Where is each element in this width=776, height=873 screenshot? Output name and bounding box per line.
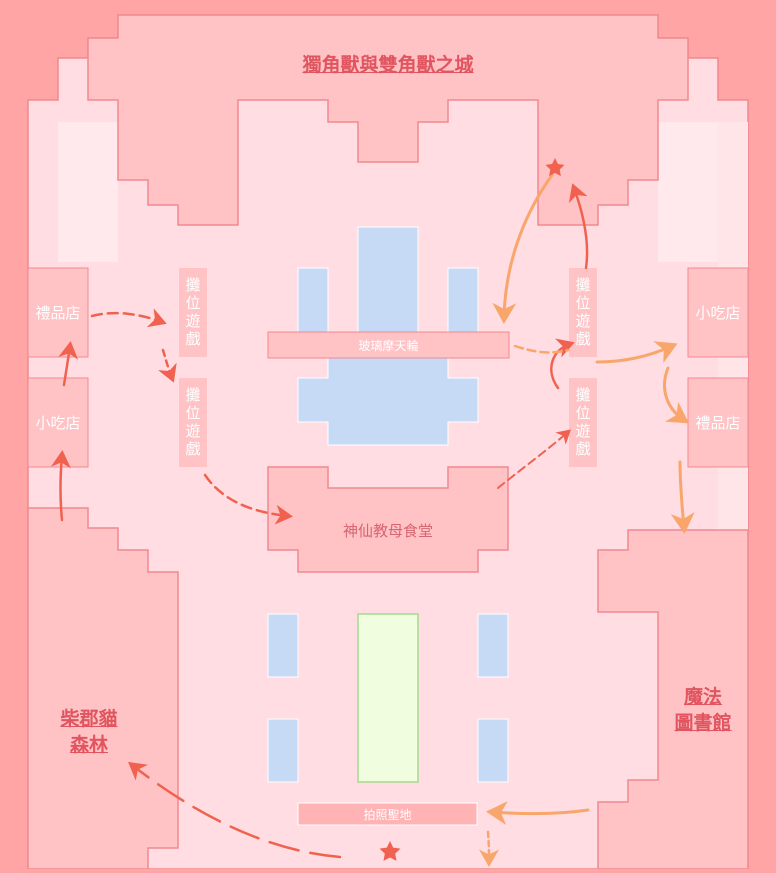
dining-hall-building[interactable] bbox=[267, 466, 509, 573]
stall-game-1-label: 攤位遊戲 bbox=[183, 276, 202, 349]
snack-shop-right-label: 小吃店 bbox=[695, 304, 741, 322]
stall-game-4-label: 攤位遊戲 bbox=[573, 386, 592, 459]
route-arrow-icon bbox=[203, 473, 293, 525]
ferris-wheel-bar[interactable] bbox=[267, 331, 510, 359]
route-arrow-icon bbox=[550, 338, 575, 390]
snack-shop-left-label: 小吃店 bbox=[35, 414, 81, 432]
route-arrow-icon bbox=[663, 366, 689, 424]
gift-shop-left-label: 禮品店 bbox=[35, 304, 81, 322]
stall-game-3[interactable]: 攤位遊戲 bbox=[569, 268, 597, 357]
route-arrow-icon bbox=[513, 344, 570, 354]
walkway-right bbox=[658, 122, 718, 262]
ferris-wheel-pool-left bbox=[297, 267, 329, 333]
stall-game-2-label: 攤位遊戲 bbox=[183, 386, 202, 459]
ferris-wheel[interactable]: 玻璃摩天輪 bbox=[268, 332, 509, 358]
pool-lower-2 bbox=[477, 613, 509, 678]
unicorn-castle-building[interactable] bbox=[87, 14, 689, 226]
stall-box-2[interactable] bbox=[179, 378, 207, 467]
gift-shop-right[interactable]: 禮品店 bbox=[688, 378, 748, 467]
stall-game-1[interactable]: 攤位遊戲 bbox=[179, 268, 207, 357]
central-lawn bbox=[357, 613, 419, 783]
magic-library-title[interactable]: 魔法 圖書館 bbox=[655, 683, 751, 737]
shiba-forest-label-2: 森林 bbox=[69, 734, 108, 756]
magic-library-label-1: 魔法 bbox=[683, 686, 722, 708]
gift-shop-right-box[interactable] bbox=[687, 377, 749, 468]
route-arrow-icon bbox=[128, 761, 342, 859]
stall-game-3-label: 攤位遊戲 bbox=[573, 276, 592, 349]
star-marker-icon bbox=[379, 841, 401, 861]
ferris-wheel-label: 玻璃摩天輪 bbox=[358, 338, 419, 353]
route-arrows bbox=[50, 173, 695, 867]
snack-shop-left[interactable]: 小吃店 bbox=[28, 378, 88, 467]
route-arrow-icon bbox=[50, 450, 71, 522]
stall-game-2[interactable]: 攤位遊戲 bbox=[179, 378, 207, 467]
magic-library-label-2: 圖書館 bbox=[674, 712, 732, 734]
route-arrow-icon bbox=[58, 341, 79, 387]
dining-hall[interactable]: 神仙教母食堂 bbox=[298, 508, 478, 552]
photo-spot[interactable]: 拍照聖地 bbox=[298, 803, 477, 825]
snack-shop-right[interactable]: 小吃店 bbox=[688, 268, 748, 357]
shiba-forest-title[interactable]: 柴郡貓 森林 bbox=[40, 705, 138, 759]
pool-lower-3 bbox=[267, 718, 299, 783]
route-arrow-icon bbox=[486, 801, 590, 826]
photo-spot-label: 拍照聖地 bbox=[363, 807, 412, 822]
stall-game-4[interactable]: 攤位遊戲 bbox=[569, 378, 597, 467]
ferris-wheel-pool-right bbox=[447, 267, 479, 333]
route-arrow-icon bbox=[90, 308, 167, 328]
snack-shop-right-box[interactable] bbox=[687, 267, 749, 358]
route-arrow-icon bbox=[497, 429, 572, 489]
route-arrow-icon bbox=[568, 183, 589, 270]
gift-shop-right-label: 禮品店 bbox=[695, 414, 741, 432]
route-arrow-icon bbox=[595, 341, 678, 364]
unicorn-castle-label: 獨角獸與雙角獸之城 bbox=[302, 54, 474, 76]
shiba-forest-label-1: 柴郡貓 bbox=[60, 708, 118, 730]
pool-lower-1 bbox=[267, 613, 299, 678]
photo-spot-bar[interactable] bbox=[297, 802, 478, 826]
walkway-left bbox=[58, 122, 118, 262]
route-arrow-icon bbox=[158, 348, 177, 383]
dining-hall-label: 神仙教母食堂 bbox=[342, 521, 433, 540]
route-arrow-icon bbox=[492, 173, 554, 324]
pool-lower-4 bbox=[477, 718, 509, 783]
route-arrow-icon bbox=[670, 460, 695, 534]
gift-shop-left[interactable]: 禮品店 bbox=[28, 268, 88, 357]
star-marker-icon bbox=[545, 158, 565, 177]
unicorn-castle-title[interactable]: 獨角獸與雙角獸之城 bbox=[118, 50, 658, 80]
stall-box-4[interactable] bbox=[569, 378, 597, 467]
stall-box-1[interactable] bbox=[179, 268, 207, 357]
route-arrow-icon bbox=[478, 830, 499, 867]
gift-shop-left-box[interactable] bbox=[27, 267, 89, 358]
